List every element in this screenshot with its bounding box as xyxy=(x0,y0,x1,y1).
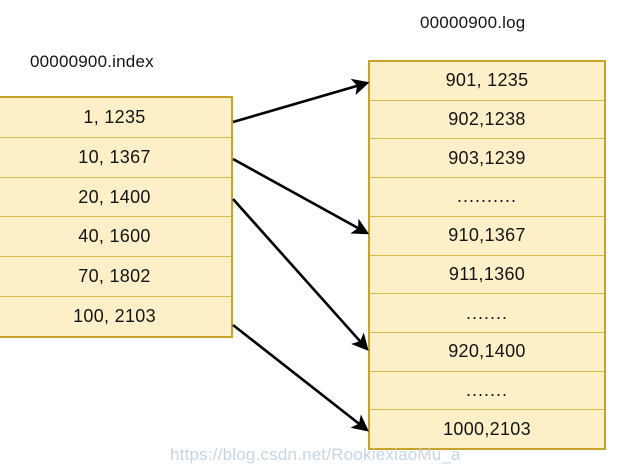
log-row-ellipsis: ....... xyxy=(370,294,604,333)
log-row: 1000,2103 xyxy=(370,410,604,449)
index-row: 20, 1400 xyxy=(0,177,231,218)
index-row: 1, 1235 xyxy=(0,98,231,138)
index-row: 10, 1367 xyxy=(0,137,231,178)
log-file-title: 00000900.log xyxy=(420,13,526,32)
watermark-text: https://blog.csdn.net/RookiexiaoMu_a xyxy=(170,445,461,464)
index-row: 100, 2103 xyxy=(0,297,231,336)
log-row: 920,1400 xyxy=(370,332,604,372)
log-row: 911,1360 xyxy=(370,255,604,295)
arrow-index-10-to-log-910 xyxy=(232,157,370,235)
index-file-title: 00000900.index xyxy=(30,52,154,71)
log-row: 910,1367 xyxy=(370,216,604,256)
log-row: 901, 1235 xyxy=(370,62,604,101)
arrow-index-20-to-log-920 xyxy=(232,198,369,351)
index-file-box: 1, 1235 10, 1367 20, 1400 40, 1600 70, 1… xyxy=(0,96,233,338)
index-row: 40, 1600 xyxy=(0,217,231,258)
log-row: 902,1238 xyxy=(370,100,604,140)
log-row: 903,1239 xyxy=(370,139,604,179)
arrow-index-100-to-log-1000 xyxy=(232,323,369,432)
index-row: 70, 1802 xyxy=(0,257,231,298)
log-row-ellipsis: ....... xyxy=(370,371,604,411)
arrow-index-1-to-log-901 xyxy=(232,78,370,124)
log-file-box: 901, 1235 902,1238 903,1239 .......... 9… xyxy=(368,60,606,450)
log-row-ellipsis: .......... xyxy=(370,178,604,217)
